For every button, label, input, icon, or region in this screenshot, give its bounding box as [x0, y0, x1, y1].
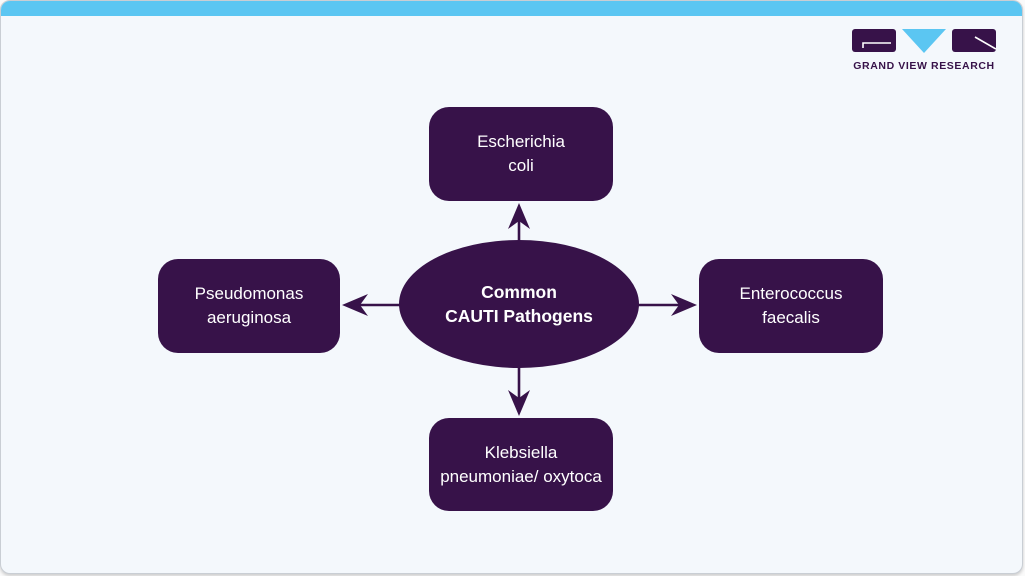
arrow-right-icon	[633, 294, 697, 316]
node-label-line2: faecalis	[762, 308, 820, 327]
node-label-line2: coli	[508, 156, 534, 175]
logo-v-triangle-icon	[902, 29, 946, 53]
node-label-line1: Klebsiella	[484, 442, 558, 462]
brand-name: GRAND VIEW RESEARCH	[853, 60, 995, 72]
logo-r-tile-icon	[952, 29, 996, 52]
node-klebsiella-pneumoniae-oxytoca: Klebsiella pneumoniae/ oxytoca	[429, 418, 613, 511]
arrow-left-icon	[342, 294, 405, 316]
center-node-common-cauti-pathogens: Common CAUTI Pathogens	[399, 240, 639, 368]
node-label-line1: Enterococcus	[739, 284, 843, 303]
center-node-label-line1: Common	[481, 282, 557, 302]
node-label-line2: pneumoniae/ oxytoca	[440, 466, 602, 486]
gvr-logo-marks	[852, 29, 996, 53]
arrow-down-icon	[508, 362, 530, 416]
node-label-line1: Escherichia	[477, 132, 565, 151]
center-node-label-line2: CAUTI Pathogens	[445, 306, 593, 326]
gvr-logo: GRAND VIEW RESEARCH	[852, 29, 996, 72]
top-accent-bar	[1, 1, 1022, 16]
node-pseudomonas-aeruginosa: Pseudomonas aeruginosa	[158, 259, 340, 353]
node-enterococcus-faecalis: Enterococcus faecalis	[699, 259, 883, 353]
node-label-line1: Pseudomonas	[194, 284, 304, 303]
node-label-line2: aeruginosa	[206, 308, 292, 327]
node-escherichia-coli: Escherichia coli	[429, 107, 613, 201]
logo-g-tile-icon	[852, 29, 896, 52]
